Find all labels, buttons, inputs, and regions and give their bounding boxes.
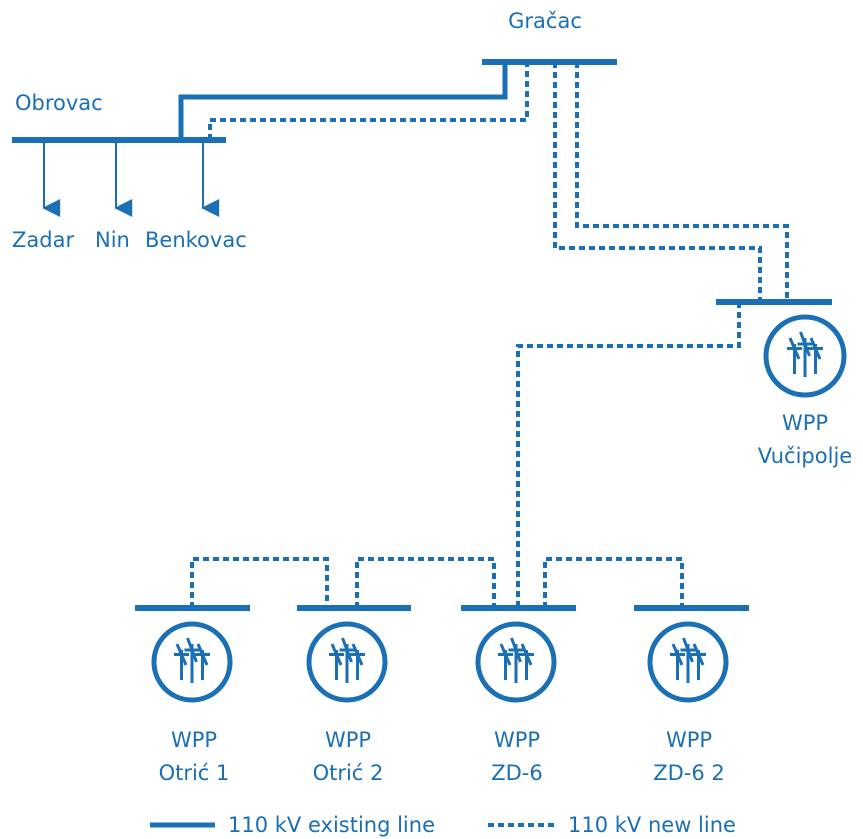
- new-line-gracac-vucipolje-a: [575, 62, 789, 302]
- wpp-zd62-icon: [647, 621, 729, 703]
- new-line-otric1-otric2: [190, 557, 329, 608]
- new-line-gracac-vucipolje-b: [553, 62, 762, 302]
- wpp-label-zd6-name: ZD-6: [491, 761, 543, 785]
- new-line-obrovac-gracac: [208, 62, 529, 140]
- wpp-label-zd6-type: WPP: [494, 728, 540, 752]
- new-line-otric2-zd6: [355, 557, 496, 608]
- wpp-otric2-icon: [306, 621, 388, 703]
- wpp-otric1-icon: [151, 621, 233, 703]
- legend-new-line-label: 110 kV new line: [568, 813, 736, 837]
- feeder-label-benkovac: Benkovac: [145, 228, 247, 252]
- wpp-label-zd62-type: WPP: [666, 728, 712, 752]
- wpp-label-vucipolje-name: Vučipolje: [758, 444, 852, 468]
- wpp-label-vucipolje-type: WPP: [782, 411, 828, 435]
- wpp-label-otric2-type: WPP: [325, 728, 371, 752]
- feeder-label-nin: Nin: [95, 228, 130, 252]
- legend-existing-line-label: 110 kV existing line: [228, 813, 435, 837]
- wpp-label-otric1-name: Otrić 1: [159, 761, 230, 785]
- wpp-vucipolje-icon: [763, 314, 847, 398]
- wpp-label-otric2-name: Otrić 2: [313, 761, 384, 785]
- wpp-label-zd62-name: ZD-6 2: [653, 761, 725, 785]
- existing-line-obrovac-gracac: [178, 62, 508, 140]
- new-line-vucipolje-zd6: [516, 302, 741, 608]
- new-line-zd6-zd62: [543, 557, 684, 608]
- wpp-zd6-icon: [475, 621, 557, 703]
- wpp-label-otric1-type: WPP: [171, 728, 217, 752]
- feeder-label-zadar: Zadar: [12, 228, 74, 252]
- node-label-gracac: Gračac: [508, 9, 582, 33]
- node-label-obrovac: Obrovac: [15, 91, 103, 115]
